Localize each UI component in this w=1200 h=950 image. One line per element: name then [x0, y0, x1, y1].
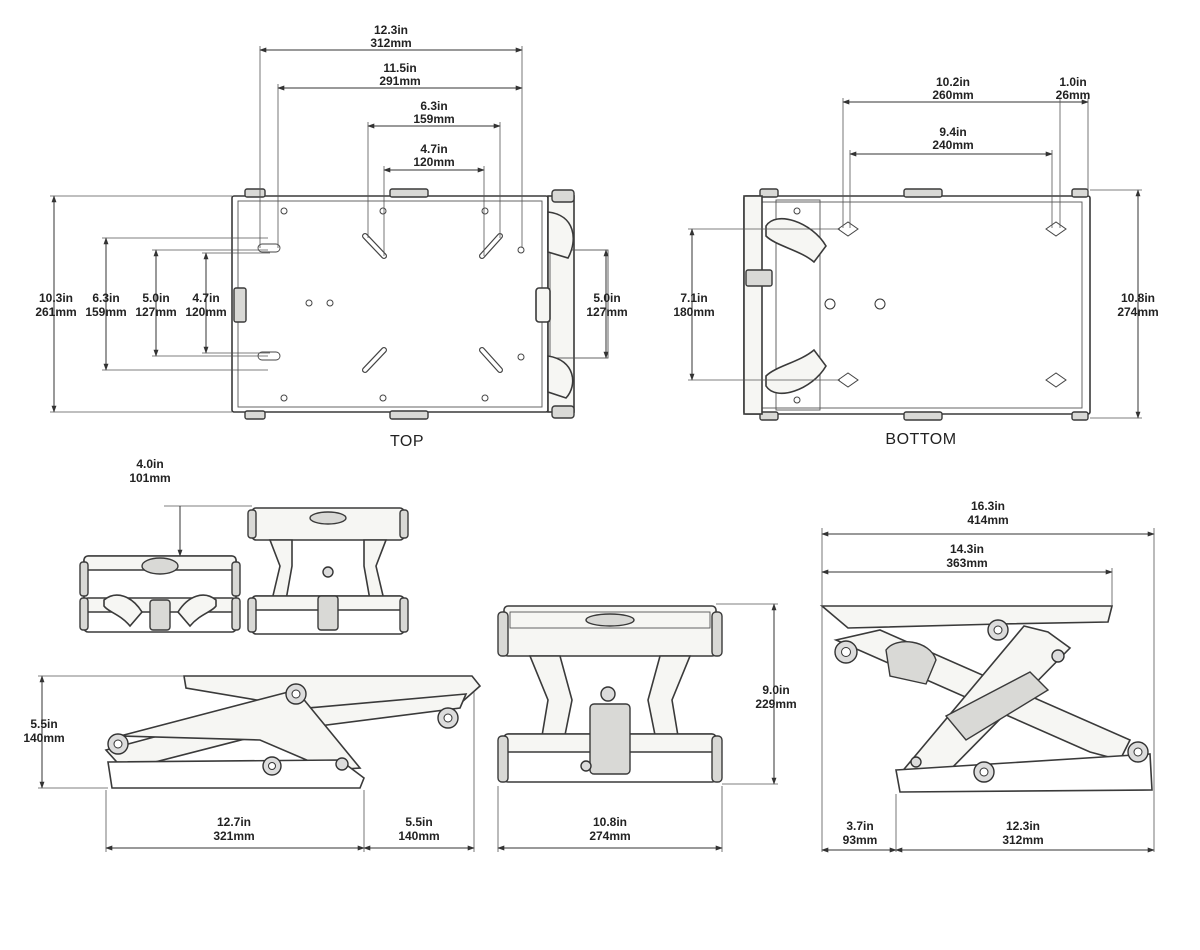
- dim-top-slots-outer-mm: 159mm: [85, 305, 126, 319]
- extended-base: [895, 753, 1153, 793]
- dim-bottom-inner-mm: 240mm: [932, 138, 973, 152]
- dim-extended-overall-mm: 414mm: [967, 513, 1008, 527]
- dim-top-slots-inner-in: 4.7in: [192, 291, 219, 305]
- dim-top-right-mm: 127mm: [586, 305, 627, 319]
- dim-collapsed-height-mm: 140mm: [23, 731, 64, 745]
- extended-side-view: 16.3in 414mm 14.3in 363mm 3.7in 93mm 12.…: [819, 499, 1155, 853]
- bottom-view: 10.2in 260mm 1.0in 26mm 9.4in 240mm 7.1i…: [673, 75, 1158, 448]
- front-view: 9.0in 229mm 10.8in 274mm: [497, 603, 797, 852]
- collapsed-base: [107, 759, 365, 789]
- dim-front-height-mm: 229mm: [755, 697, 796, 711]
- collapsed-bolts: [107, 683, 459, 776]
- dim-top-slots-inner-mm: 120mm: [185, 305, 226, 319]
- dim-bottom-edge-in: 1.0in: [1059, 75, 1086, 89]
- dim-top-slots-mid-mm: 127mm: [135, 305, 176, 319]
- dim-front-width-mm: 274mm: [589, 829, 630, 843]
- dim-top-right-in: 5.0in: [593, 291, 620, 305]
- dim-extended-offset-mm: 93mm: [843, 833, 878, 847]
- collapsed-side-view: 5.5in 140mm 12.7in 321mm 5.5in 140mm: [23, 675, 482, 852]
- dim-collapsed-overhang-mm: 140mm: [398, 829, 439, 843]
- dim-bottom-height-holes-mm: 180mm: [673, 305, 714, 319]
- dim-top-overall-mm: 312mm: [370, 36, 411, 50]
- extended-top-plate: [819, 605, 1114, 629]
- dim-collapsed-length-in: 12.7in: [217, 815, 251, 829]
- top-view: 12.3in 312mm 11.5in 291mm 6.3in 159mm 4.…: [35, 23, 627, 450]
- dim-extended-top-in: 14.3in: [950, 542, 984, 556]
- dim-extended-top-mm: 363mm: [946, 556, 987, 570]
- dim-top-holes-in: 11.5in: [383, 61, 416, 75]
- dim-top-overall-in: 12.3in: [374, 23, 408, 37]
- dim-bottom-holes-mm: 260mm: [932, 88, 973, 102]
- dim-extended-base-in: 12.3in: [1006, 819, 1040, 833]
- dim-raise-mm: 101mm: [129, 471, 170, 485]
- dim-bottom-height-holes-in: 7.1in: [680, 291, 707, 305]
- dim-top-height-mm: 261mm: [35, 305, 76, 319]
- dim-top-height-in: 10.3in: [39, 291, 73, 305]
- dim-bottom-holes-in: 10.2in: [936, 75, 970, 89]
- top-plate: [231, 195, 549, 413]
- dim-top-slot-inner-in: 4.7in: [420, 142, 447, 156]
- dim-top-holes-mm: 291mm: [379, 74, 420, 88]
- dim-top-slots-mid-in: 5.0in: [142, 291, 169, 305]
- dim-collapsed-overhang-in: 5.5in: [405, 815, 432, 829]
- dim-top-slot-inner-mm: 120mm: [413, 155, 454, 169]
- dim-collapsed-length-mm: 321mm: [213, 829, 254, 843]
- view-title-bottom: BOTTOM: [885, 431, 956, 448]
- dim-bottom-height-mm: 274mm: [1117, 305, 1158, 319]
- dim-raise-in: 4.0in: [136, 457, 163, 471]
- dim-top-slot-outer-mm: 159mm: [413, 112, 454, 126]
- end-views-small: 4.0in 101mm: [79, 457, 409, 635]
- dim-extended-base-mm: 312mm: [1002, 833, 1043, 847]
- dim-collapsed-height-in: 5.5in: [30, 717, 57, 731]
- dim-top-slots-outer-in: 6.3in: [92, 291, 119, 305]
- dim-bottom-inner-in: 9.4in: [939, 125, 966, 139]
- dim-extended-overall-in: 16.3in: [971, 499, 1005, 513]
- view-title-top: TOP: [390, 433, 424, 450]
- dim-front-width-in: 10.8in: [593, 815, 627, 829]
- dim-front-height-in: 9.0in: [762, 683, 789, 697]
- extended-bolts: [834, 619, 1149, 783]
- dim-top-slot-outer-in: 6.3in: [420, 99, 447, 113]
- dim-extended-offset-in: 3.7in: [846, 819, 873, 833]
- dim-bottom-edge-mm: 26mm: [1056, 88, 1091, 102]
- dim-bottom-height-in: 10.8in: [1121, 291, 1155, 305]
